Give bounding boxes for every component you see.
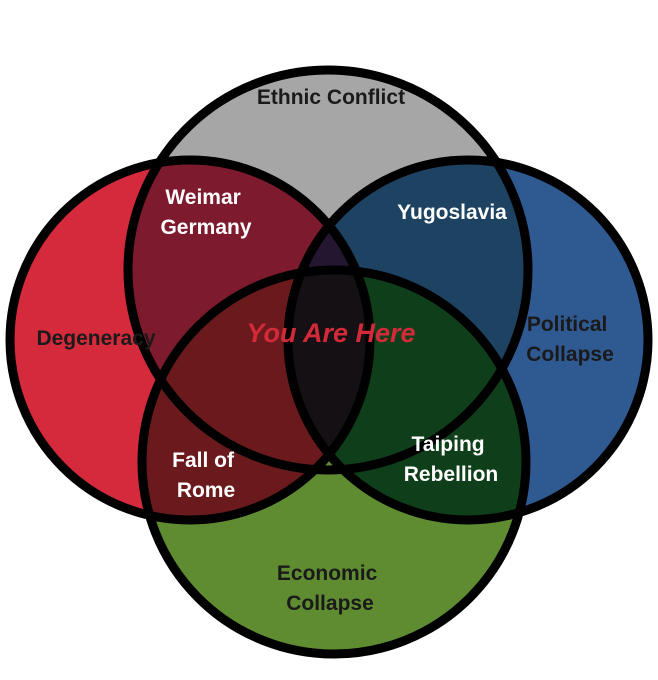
label-economic-collapse-line-2: Collapse	[286, 592, 374, 615]
label-taiping-line-1: Taiping	[412, 433, 485, 456]
label-taiping-line-2: Rebellion	[404, 463, 499, 486]
label-yugoslavia: Yugoslavia	[397, 201, 507, 224]
label-fall-of-rome-line-1: Fall of	[172, 449, 235, 472]
outline-political-collapse	[283, 155, 653, 525]
label-degeneracy: Degeneracy	[36, 327, 155, 350]
label-political-collapse-line-1: Political	[527, 313, 608, 336]
label-weimar-germany: Weimar Germany	[160, 186, 251, 239]
label-economic-collapse: Economic Collapse	[277, 562, 383, 615]
label-economic-collapse-line-1: Economic	[277, 562, 378, 585]
label-ethnic-conflict: Ethnic Conflict	[257, 86, 405, 109]
label-taiping-rebellion: Taiping Rebellion	[404, 433, 499, 486]
label-fall-of-rome: Fall of Rome	[172, 449, 240, 502]
outline-degeneracy	[5, 155, 375, 525]
label-political-collapse-line-2: Collapse	[526, 343, 614, 366]
label-you-are-here: You Are Here	[246, 318, 415, 348]
label-fall-of-rome-line-2: Rome	[177, 479, 235, 502]
outline-economic-collapse	[137, 265, 531, 659]
label-political-collapse: Political Collapse	[526, 313, 614, 366]
label-weimar-line-1: Weimar	[165, 186, 240, 209]
outline-ethnic-conflict	[123, 65, 533, 475]
label-weimar-line-2: Germany	[160, 216, 251, 239]
region-taiping-rebellion	[288, 270, 526, 520]
